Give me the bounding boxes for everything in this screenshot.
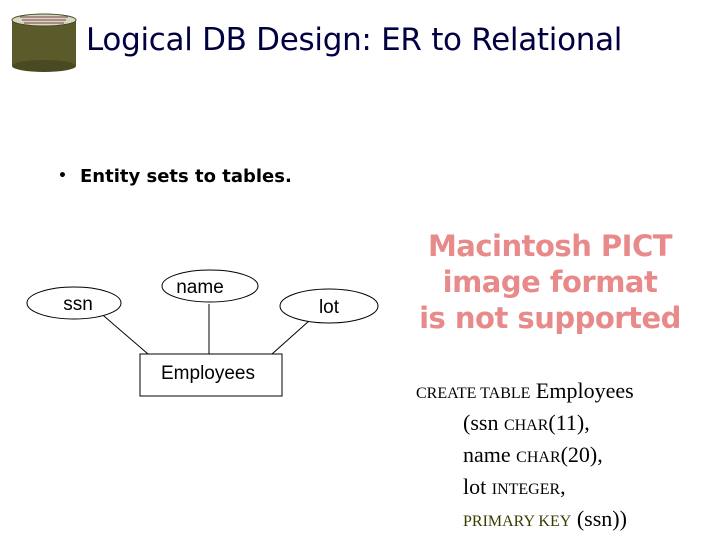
sql-table-name: Employees [535,378,634,403]
sql-punct: , [560,474,566,499]
sql-size: (20), [560,442,603,467]
sql-size: (11), [548,410,590,435]
sql-column: name [463,442,511,467]
pict-line: is not supported [419,301,681,335]
attribute-name-ellipse [161,269,259,303]
database-logo-icon [11,13,77,72]
sql-column: lot [463,474,487,499]
sql-column: (ssn [463,410,499,435]
sql-keyword: PRIMARY KEY [463,513,572,530]
pict-line: image format [442,265,658,299]
bullet-text: Entity sets to tables. [80,166,292,187]
attribute-lot-label: lot [319,297,340,318]
sql-type: CHAR [516,449,561,466]
sql-line-5: PRIMARY KEY (ssn)) [416,504,634,536]
sql-line-2: (ssn CHAR(11), [416,408,634,440]
pict-line: Macintosh PICT [427,229,673,263]
bullet-dot-icon: • [58,168,67,184]
sql-create-statement: CREATE TABLE Employees (ssn CHAR(11), na… [416,376,634,536]
bullet-item: • Entity sets to tables. [58,166,292,187]
sql-line-4: lot INTEGER, [416,472,634,504]
entity-employees-label: Employees [161,363,255,384]
attribute-ssn-ellipse [26,286,122,320]
attribute-lot-ellipse [279,288,379,324]
pict-placeholder: Macintosh PICT image format is not suppo… [404,228,696,336]
page-title: Logical DB Design: ER to Relational [86,22,623,58]
sql-keyword: CREATE TABLE [416,385,531,402]
entity-employees-box [139,353,283,397]
attribute-ssn-label: ssn [63,294,93,315]
attribute-name-label: name [176,277,224,298]
sql-line-3: name CHAR(20), [416,440,634,472]
sql-type: CHAR [503,417,549,434]
sql-line-1: CREATE TABLE Employees [416,376,634,408]
sql-pk-columns: (ssn)) [576,506,627,531]
sql-type: INTEGER [491,481,561,498]
